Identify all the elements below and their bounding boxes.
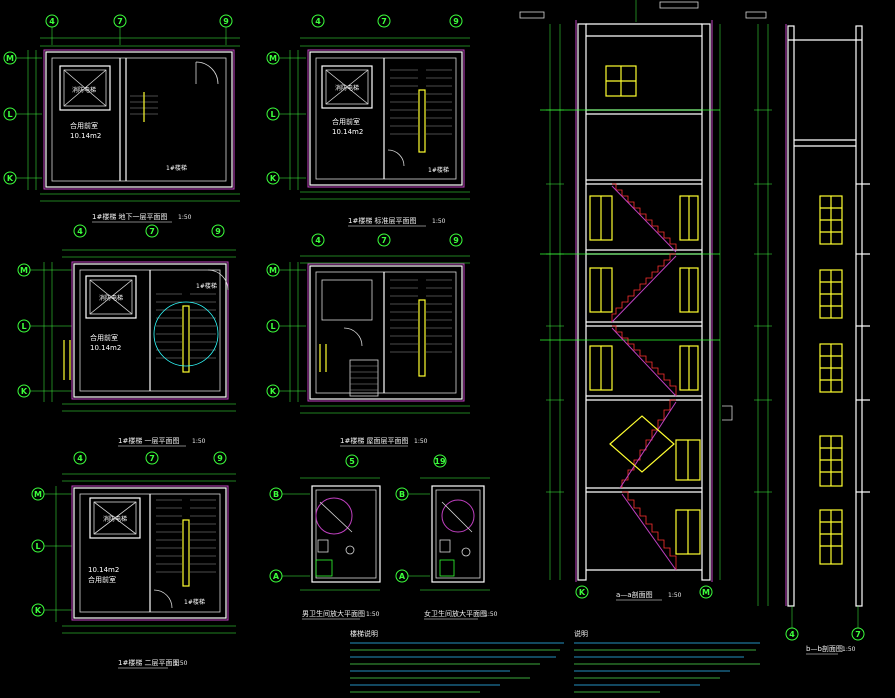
axis-label: L xyxy=(270,322,275,331)
axis-label: 9 xyxy=(217,454,223,463)
stair-label: 1#楼梯 xyxy=(428,166,449,174)
axis-label: B xyxy=(399,490,405,499)
plan-title: 1#楼梯 二层平面图 xyxy=(118,658,180,667)
plan-scale: 1:50 xyxy=(174,660,188,667)
plan-basement: 4 7 9 M L K 消防电梯 合用前 xyxy=(3,14,240,223)
axis-label: 7 xyxy=(381,236,387,245)
axis-label: 7 xyxy=(149,227,155,236)
axis-label: 9 xyxy=(223,17,229,26)
axis-label: K xyxy=(21,387,28,396)
stair-flight xyxy=(130,92,158,122)
axis-label: 7 xyxy=(381,17,387,26)
notes-block-left: 楼梯说明 xyxy=(350,629,564,693)
plan-scale: 1:50 xyxy=(178,214,192,221)
room-name: 合用前室 xyxy=(90,333,118,342)
room-name: 合用前室 xyxy=(70,121,98,130)
axis-label: B xyxy=(273,490,279,499)
plan-title: 男卫生间放大平面图 xyxy=(302,609,365,618)
section-title: a—a剖面图 xyxy=(616,590,653,599)
stair-flight xyxy=(390,69,452,153)
notes-block-right: 说明 xyxy=(574,629,760,693)
axis-label: 5 xyxy=(349,457,355,466)
plan-title: 1#楼梯 屋面层平面图 xyxy=(340,436,409,445)
axis-label: M xyxy=(20,266,28,275)
section-scale: 1:50 xyxy=(842,646,856,653)
plan-toilet-men: 5 B A 男卫生间放大平面图 1:50 xyxy=(269,454,381,620)
stair-flight xyxy=(156,499,216,587)
elevator-label: 消防电梯 xyxy=(335,84,359,92)
plan-roof: 4 7 9 M L K 1#楼梯 屋面层平面图 1:50 xyxy=(266,233,470,447)
axis-label: A xyxy=(399,572,406,581)
plan-scale: 1:50 xyxy=(366,611,380,618)
axis-label: 4 xyxy=(49,17,55,26)
stair-flight xyxy=(390,279,452,377)
elevator-label: 消防电梯 xyxy=(103,515,127,523)
room-area: 10.14m2 xyxy=(90,344,121,352)
plan-title: 1#楼梯 标准层平面图 xyxy=(348,216,417,225)
axis-label: 9 xyxy=(453,17,459,26)
section-bb: 4 7 b—b剖面图 1:50 xyxy=(745,11,870,655)
section-scale: 1:50 xyxy=(668,592,682,599)
plan-title: 女卫生间放大平面图 xyxy=(424,609,487,618)
axis-label: L xyxy=(270,110,275,119)
axis-bubbles-left: M L K xyxy=(3,50,42,190)
section-title: b—b剖面图 xyxy=(806,644,843,653)
axis-label: M xyxy=(269,54,277,63)
plan-scale: 1:50 xyxy=(484,611,498,618)
elevator-shaft xyxy=(59,65,111,111)
axis-label: 9 xyxy=(215,227,221,236)
axis-label: 4 xyxy=(77,454,83,463)
window-column xyxy=(819,195,843,565)
axis-label: 4 xyxy=(315,17,321,26)
axis-label: 7 xyxy=(149,454,155,463)
section-aa: K M a—a剖面图 1:50 xyxy=(519,0,733,601)
plan-first: 4 7 9 M L K 消防电梯 合用前室 10.14m2 1#楼梯 1#楼梯 … xyxy=(17,224,236,447)
axis-label: L xyxy=(21,322,26,331)
room-area: 10.14m2 xyxy=(88,566,119,574)
stair-label: 1#楼梯 xyxy=(196,282,217,290)
axis-label: 7 xyxy=(117,17,123,26)
axis-label: 19 xyxy=(434,457,446,466)
plan-scale: 1:50 xyxy=(192,438,206,445)
plan-second: 4 7 9 M L K 消防电梯 10.14m2 合用前室 1#楼梯 1#楼梯 … xyxy=(31,451,236,669)
axis-label: 4 xyxy=(315,236,321,245)
axis-label: M xyxy=(34,490,42,499)
axis-label: K xyxy=(270,174,277,183)
axis-label: 4 xyxy=(789,630,795,639)
plan-standard: 4 7 9 M L K 消防电梯 合用前室 10.14m2 1#楼梯 1#楼梯 … xyxy=(266,14,470,227)
axis-label: L xyxy=(35,542,40,551)
notes-title: 楼梯说明 xyxy=(350,629,378,638)
room-area: 10.14m2 xyxy=(70,132,101,140)
plan-title: 1#楼梯 一层平面图 xyxy=(118,436,180,445)
plan-scale: 1:50 xyxy=(432,218,446,225)
axis-label: K xyxy=(270,387,277,396)
plan-toilet-women: 19 B A 女卫生间放大平面图 1:50 xyxy=(395,454,498,620)
axis-label: M xyxy=(6,54,14,63)
axis-label: M xyxy=(269,266,277,275)
axis-label: A xyxy=(273,572,280,581)
stair-flight xyxy=(153,293,219,373)
room-name: 合用前室 xyxy=(332,117,360,126)
elevator-label: 消防电梯 xyxy=(99,294,123,302)
axis-label: K xyxy=(35,606,42,615)
stair-label: 1#楼梯 xyxy=(184,598,205,606)
axis-label: K xyxy=(7,174,14,183)
plan-scale: 1:50 xyxy=(414,438,428,445)
axis-label: 7 xyxy=(855,630,861,639)
stair-flights xyxy=(609,183,677,571)
door-swing xyxy=(195,61,219,85)
axis-label: 4 xyxy=(77,227,83,236)
room-name: 合用前室 xyxy=(88,575,116,584)
axis-label: L xyxy=(7,110,12,119)
axis-label: M xyxy=(702,588,710,597)
notes-title: 说明 xyxy=(574,629,588,638)
stair-label: 1#楼梯 xyxy=(166,164,187,172)
plan-title: 1#楼梯 地下一层平面图 xyxy=(92,212,168,221)
axis-label: K xyxy=(579,588,586,597)
axis-label: 9 xyxy=(453,236,459,245)
axis-bubbles-top: 4 7 9 xyxy=(40,14,240,47)
room-area: 10.14m2 xyxy=(332,128,363,136)
elevator-label: 消防电梯 xyxy=(72,86,96,94)
